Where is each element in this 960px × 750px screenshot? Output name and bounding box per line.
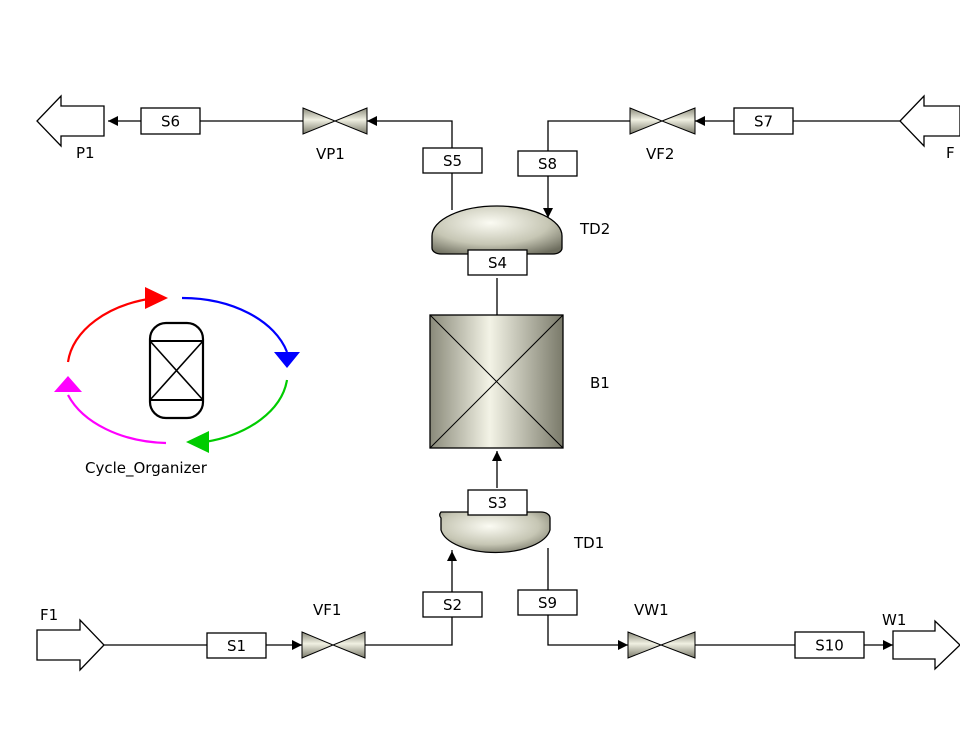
stream-s5[interactable]: S5 — [422, 147, 483, 174]
arrowhead-s8 — [543, 208, 553, 218]
port-f2-label: F — [946, 144, 955, 162]
stream-s9-label: S9 — [538, 594, 557, 612]
stream-s3[interactable]: S3 — [467, 489, 528, 516]
stream-s5-label: S5 — [443, 152, 462, 170]
cycle-red-arc — [66, 296, 156, 363]
vessel-td1-icon[interactable] — [439, 511, 551, 554]
arrowhead-s2 — [447, 551, 457, 561]
column-b1-icon[interactable] — [429, 314, 564, 449]
arrowhead-s9 — [618, 640, 628, 650]
stream-s10-label: S10 — [815, 637, 844, 655]
valve-vw1-icon[interactable] — [627, 631, 696, 659]
port-f1-icon[interactable] — [36, 618, 105, 672]
stream-s4[interactable]: S4 — [467, 249, 528, 276]
valve-vf1-label: VF1 — [313, 601, 341, 619]
cycle-red-arrowhead — [145, 287, 168, 309]
stream-s1-label: S1 — [227, 637, 246, 655]
arrowhead-s10 — [883, 640, 893, 650]
port-f1-label: F1 — [40, 606, 58, 624]
stream-s4-label: S4 — [488, 254, 507, 272]
flow-arrowheads — [108, 116, 893, 650]
arrowhead-s7 — [695, 116, 705, 126]
cycle-organizer-icon[interactable] — [54, 287, 300, 453]
stream-s8[interactable]: S8 — [517, 150, 578, 177]
arrowhead-s1 — [292, 640, 302, 650]
port-w1-icon[interactable] — [892, 619, 960, 671]
stream-s6[interactable]: S6 — [140, 107, 201, 135]
stream-s7[interactable]: S7 — [733, 107, 794, 135]
stream-s6-label: S6 — [161, 113, 180, 131]
stream-s2[interactable]: S2 — [422, 591, 483, 618]
cycle-green-arc — [204, 379, 289, 444]
arrowhead-s3 — [492, 451, 502, 461]
cycle-blue-arrowhead — [274, 352, 300, 368]
vessel-td2-label: TD2 — [579, 220, 610, 238]
stream-s7-label: S7 — [754, 113, 773, 131]
port-p1-icon[interactable] — [36, 94, 105, 148]
port-f2-icon[interactable] — [899, 94, 960, 148]
stream-s2-label: S2 — [443, 596, 462, 614]
valve-vf2-label: VF2 — [646, 145, 674, 163]
arrowhead-s6 — [108, 116, 118, 126]
valve-vf2-icon[interactable] — [629, 107, 696, 135]
port-w1-label: W1 — [882, 611, 906, 629]
cycle-magenta-arc — [67, 394, 167, 445]
cycle-reactor-glyph — [148, 321, 205, 420]
cycle-blue-arc — [181, 296, 289, 353]
valve-vf1-icon[interactable] — [301, 631, 366, 659]
stream-s1[interactable]: S1 — [206, 632, 267, 659]
stream-s8-label: S8 — [538, 155, 557, 173]
stream-s3-label: S3 — [488, 494, 507, 512]
port-p1-label: P1 — [76, 144, 95, 162]
column-b1-label: B1 — [590, 374, 610, 392]
vessel-td2-icon[interactable] — [431, 205, 563, 255]
stream-s9[interactable]: S9 — [517, 589, 578, 616]
valve-vp1-label: VP1 — [316, 145, 345, 163]
cycle-organizer-label: Cycle_Organizer — [85, 459, 208, 478]
valve-vw1-label: VW1 — [634, 601, 669, 619]
stream-s10[interactable]: S10 — [794, 631, 865, 659]
cycle-green-arrowhead — [186, 431, 209, 453]
valve-vp1-icon[interactable] — [302, 107, 368, 135]
vessel-td1-label: TD1 — [573, 534, 604, 552]
cycle-magenta-arrowhead — [54, 376, 82, 392]
arrowhead-s5 — [367, 116, 377, 126]
